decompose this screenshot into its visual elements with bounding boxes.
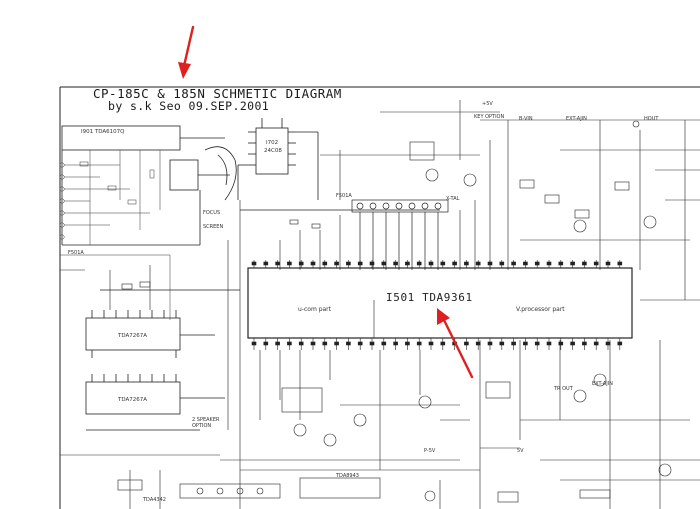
annotation-arrow-title: [178, 25, 195, 79]
ic-tda7267-a-label: TDA7267A: [118, 333, 148, 339]
ic-24c08: [237, 118, 440, 211]
ic-tda9361-pins-bottom: [251, 338, 623, 350]
label-x-tal: X-TAL: [446, 196, 460, 202]
diagram-title: CP-185C & 185N SCHMETIC DIAGRAM: [93, 86, 342, 101]
ic-tda6107-label: I901 TDA6107Q: [81, 129, 125, 135]
bottom-left-circuit: [60, 265, 281, 509]
ic-24c08-ref: I702: [266, 140, 279, 146]
label-speaker-option: 2 SPEAKER OPTION: [192, 417, 220, 429]
label-screen: SCREEN: [203, 224, 224, 230]
ic-tda6107-block: [61, 125, 237, 246]
label-p5v: P-5V: [424, 448, 436, 454]
label-ext-ajin-2: EXT-AJIN: [592, 381, 613, 387]
label-f501: F501A: [68, 250, 84, 256]
ic-24c08-part: 24C08: [264, 148, 282, 154]
ic-tda7267-b-label: TDA7267A: [118, 397, 148, 403]
label-focus: FOCUS: [203, 210, 221, 216]
label-5v: 5V: [517, 448, 524, 454]
label-f501a: F501A: [336, 193, 352, 199]
ic-tda7267-a: [85, 289, 240, 358]
ucom-part-label: u-com part: [298, 306, 331, 313]
main-ic-label: I501 TDA9361: [386, 291, 473, 304]
diagram-subtitle: by s.k Seo 09.SEP.2001: [108, 99, 270, 113]
label-tda4342: TDA4342: [143, 497, 166, 503]
ic-tda9361: [247, 267, 633, 339]
vprocessor-part-label: V.processor part: [516, 306, 565, 313]
label-b-vin: B-VIN: [519, 116, 533, 122]
sheet-border: [59, 86, 700, 509]
label-hout: HOUT: [644, 116, 659, 122]
upper-circuit: [279, 100, 700, 300]
label-tda8943: TDA8943: [336, 473, 359, 479]
annotation-arrow-ic: [437, 308, 474, 379]
ic-tda7267-b: [85, 374, 225, 431]
label-ext-ajin: EXT-AJIN: [566, 116, 587, 122]
label-vcc: +5V: [482, 101, 493, 107]
label-key-option: KEY OPTION: [474, 114, 505, 120]
ic-tda9361-pins-top: [251, 260, 623, 268]
label-tr-out: TR OUT: [554, 386, 573, 392]
lower-circuit: [220, 200, 700, 509]
